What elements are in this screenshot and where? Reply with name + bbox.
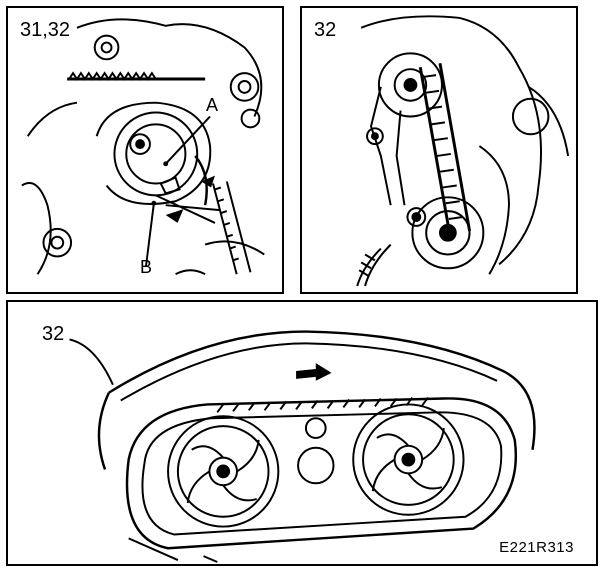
arrow-lower-icon <box>165 209 184 223</box>
step-label: 31,32 <box>20 19 71 41</box>
panel-tensioner-installed: 32 <box>300 6 578 294</box>
tensioner-installed-drawing <box>356 15 570 287</box>
step-label: 32 <box>314 19 337 41</box>
callout-a: A <box>206 95 219 115</box>
arrow-upper-icon <box>201 175 215 188</box>
callout-b: B <box>140 257 153 277</box>
panel-belt-cover: 32 E221R313 <box>6 300 598 566</box>
belt-cover-drawing <box>69 330 536 563</box>
figure-reference-code: E221R313 <box>499 539 574 556</box>
panel-tensioner-closeup: 31,32 A B <box>6 6 284 294</box>
step-label: 32 <box>42 323 65 345</box>
tensioner-closeup-drawing <box>21 18 265 276</box>
rotation-arrow-icon <box>296 363 332 381</box>
